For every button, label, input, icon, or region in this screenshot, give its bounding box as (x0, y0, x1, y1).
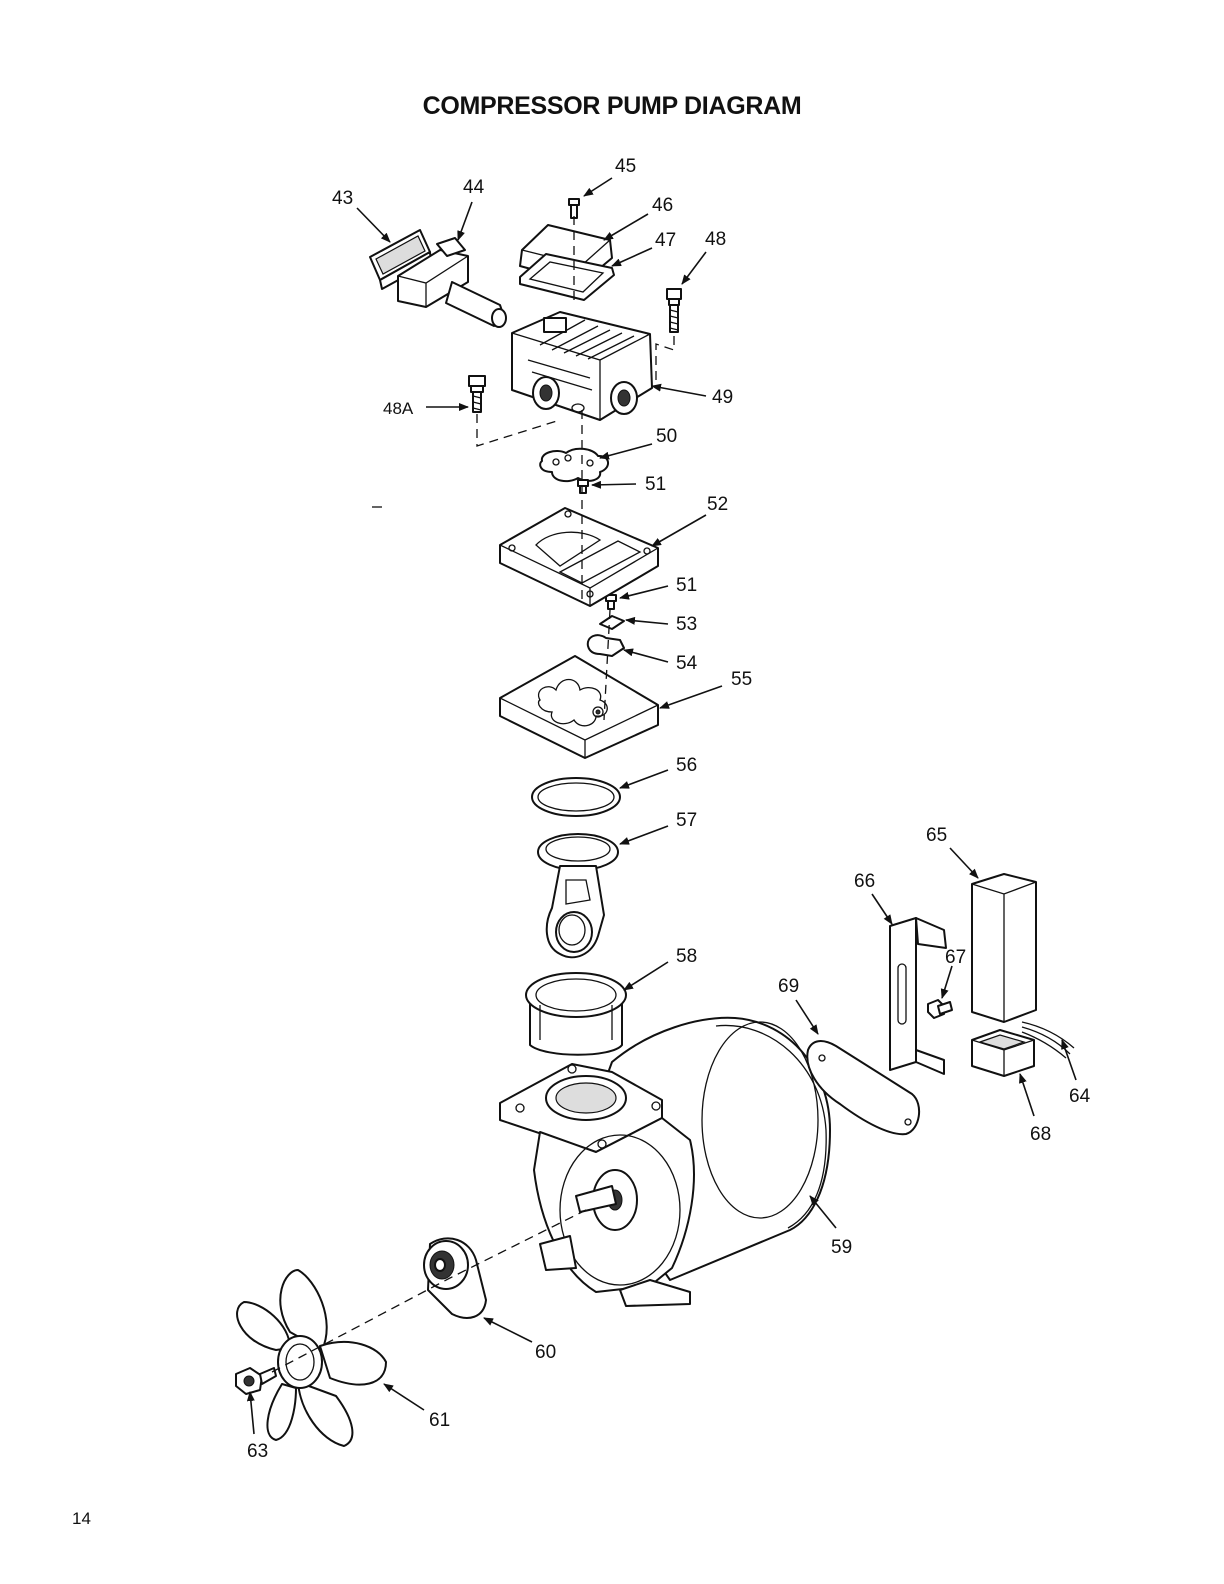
part-56-o-ring (531, 777, 621, 817)
callout-63: 63 (247, 1441, 268, 1462)
callout-49: 49 (712, 387, 733, 408)
part-63-fan-nut (235, 1367, 277, 1395)
part-55-valve-plate (499, 655, 659, 759)
callout-57: 57 (676, 810, 697, 831)
callout-52: 52 (707, 494, 728, 515)
part-50-valve-reed (539, 447, 609, 483)
part-51-screw-lower (605, 594, 617, 610)
part-68-capacitor-boot (971, 1029, 1035, 1077)
part-51-screw-upper (577, 479, 589, 494)
callout-66: 66 (854, 871, 875, 892)
callout-43: 43 (332, 188, 353, 209)
part-52-gasket (499, 507, 659, 607)
callout-53: 53 (676, 614, 697, 635)
callout-54: 54 (676, 653, 698, 674)
callout-48: 48 (705, 229, 726, 250)
callout-48a: 48A (383, 399, 414, 418)
callout-44: 44 (463, 177, 485, 198)
callout-59: 59 (831, 1237, 852, 1258)
part-57-piston-connecting-rod (537, 833, 619, 959)
part-45-screw (568, 198, 580, 219)
callout-51-lower: 51 (676, 575, 697, 596)
callout-50: 50 (656, 426, 677, 447)
callout-68: 68 (1030, 1124, 1051, 1145)
callout-55: 55 (731, 669, 752, 690)
callout-51-upper: 51 (645, 474, 666, 495)
part-44-filter-housing (397, 237, 507, 328)
part-67-screw (927, 999, 953, 1019)
callout-46: 46 (652, 195, 673, 216)
callout-56: 56 (676, 755, 697, 776)
part-49-cylinder-head (511, 311, 653, 421)
page-number: 14 (72, 1509, 91, 1528)
callout-69: 69 (778, 976, 799, 997)
page-title: COMPRESSOR PUMP DIAGRAM (422, 92, 802, 120)
callout-67: 67 (945, 947, 966, 968)
callout-64: 64 (1069, 1086, 1091, 1107)
part-65-capacitor (971, 873, 1037, 1023)
part-59-motor (499, 1016, 831, 1307)
part-53-valve-keeper (599, 615, 625, 630)
part-48a-bolt (468, 375, 486, 413)
callout-61: 61 (429, 1410, 450, 1431)
part-48-bolt (666, 288, 682, 333)
part-58-cylinder-sleeve (525, 972, 627, 1056)
callout-45: 45 (615, 156, 636, 177)
part-54-valve (586, 634, 625, 657)
part-60-bearing (423, 1237, 487, 1319)
callout-58: 58 (676, 946, 697, 967)
part-69-cover-plate (806, 1040, 921, 1136)
callout-60: 60 (535, 1342, 556, 1363)
callout-47: 47 (655, 230, 676, 251)
part-61-fan (236, 1269, 387, 1447)
part-47-gasket (519, 253, 615, 301)
part-66-capacitor-bracket (889, 917, 947, 1075)
callout-65: 65 (926, 825, 947, 846)
